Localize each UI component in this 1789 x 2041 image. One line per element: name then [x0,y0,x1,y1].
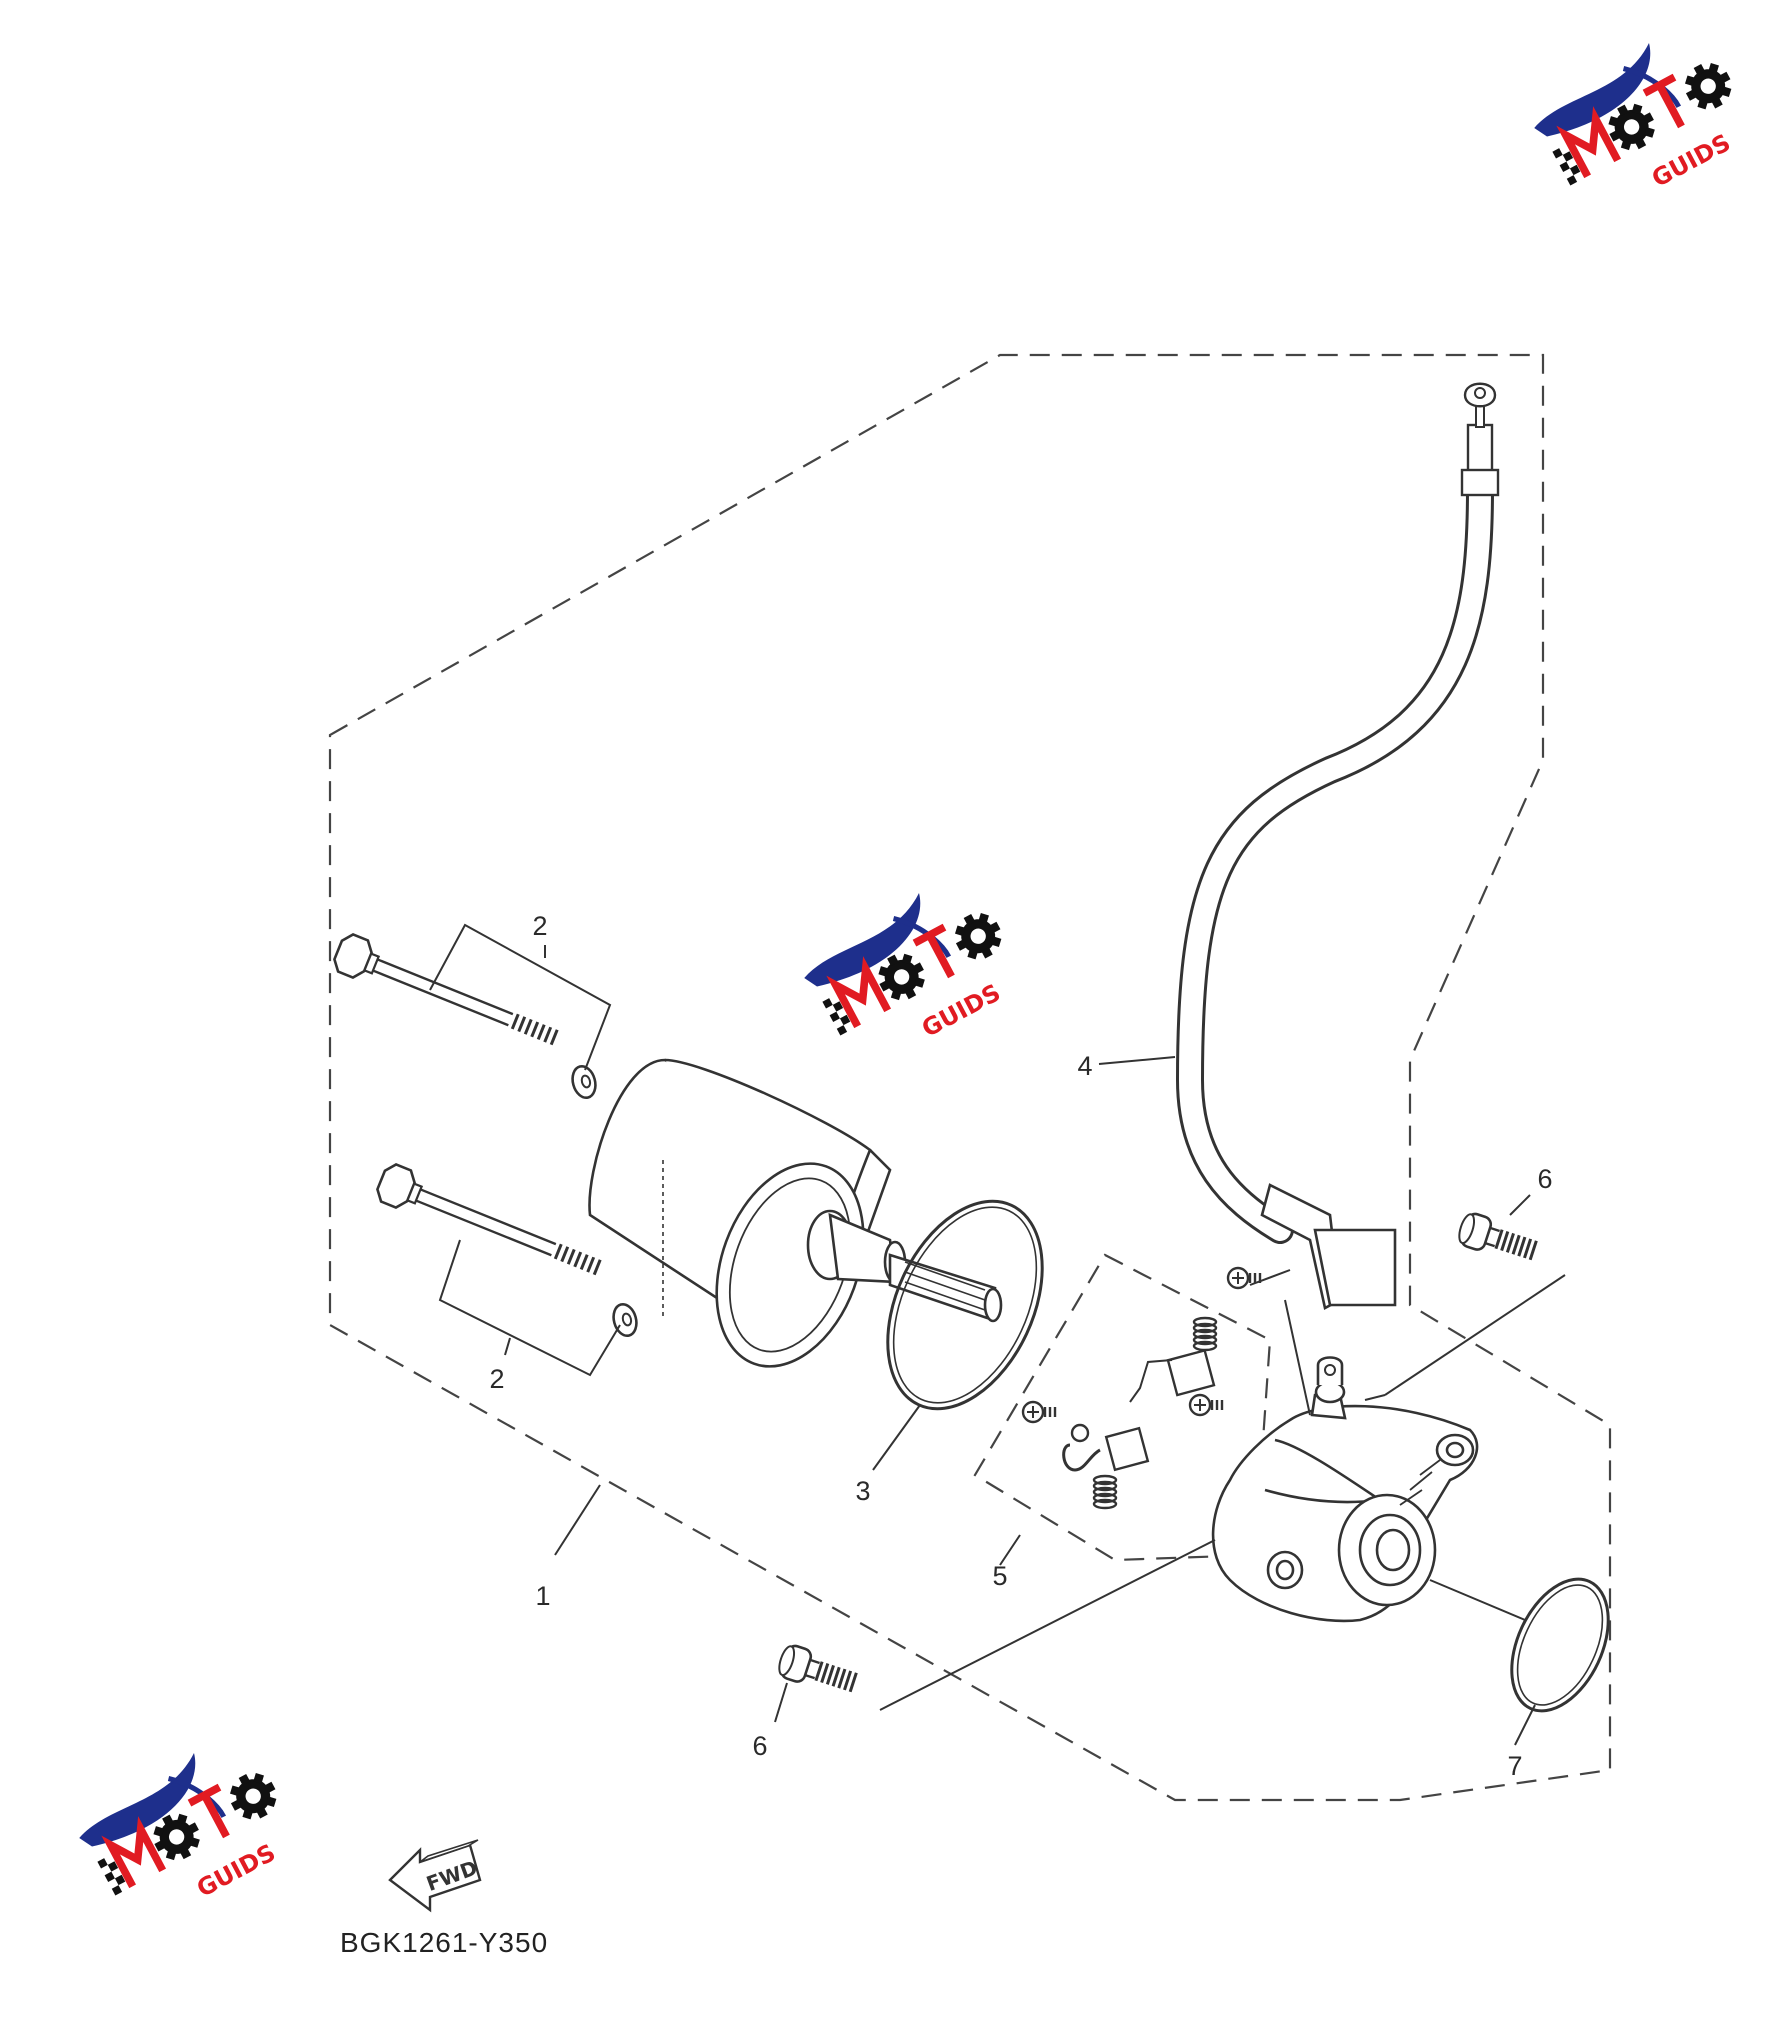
brush-set-outline [973,1253,1272,1562]
diagram-code: BGK1261-Y350 [340,1927,548,1958]
part-label-6-lower: 6 [752,1731,767,1761]
part-label-6-upper: 6 [1537,1164,1552,1194]
part-label-7: 7 [1507,1751,1522,1781]
starter-cable [1175,382,1500,1310]
washer-upper [567,1062,601,1102]
o-ring-item-3-inner [892,1206,1038,1404]
part-label-1: 1 [535,1581,550,1611]
brush-set-parts [1021,1266,1262,1510]
o-ring-item-7-inner [1516,1584,1604,1706]
short-bolt-lower [774,1641,861,1700]
long-bolt-lower [372,1159,607,1288]
part-label-4: 4 [1077,1051,1092,1081]
short-bolt-upper [1454,1209,1541,1268]
part-label-2-upper: 2 [532,911,547,941]
starter-motor-body [588,1058,1003,1368]
svg-text:GUIDS: GUIDS [1647,128,1735,192]
svg-text:GUIDS: GUIDS [192,1838,280,1902]
assembly-outline [328,353,1612,1802]
part-label-5: 5 [992,1561,1007,1591]
moto-guids-logo-bottom-left: GUIDS [79,1753,284,1903]
front-cover [1211,1356,1479,1623]
moto-guids-logo-top-right: GUIDS [1534,43,1739,193]
long-bolt-upper [329,929,564,1058]
moto-guids-logo-center: GUIDS [804,893,1009,1043]
o-ring-item-3 [886,1199,1044,1411]
part-label-2-lower: 2 [489,1364,504,1394]
part-label-3: 3 [855,1476,870,1506]
svg-text:GUIDS: GUIDS [917,978,1005,1042]
leader-lines [429,923,1566,1746]
o-ring-item-7 [1510,1577,1610,1713]
forward-arrow-icon: FWD [388,1839,482,1913]
